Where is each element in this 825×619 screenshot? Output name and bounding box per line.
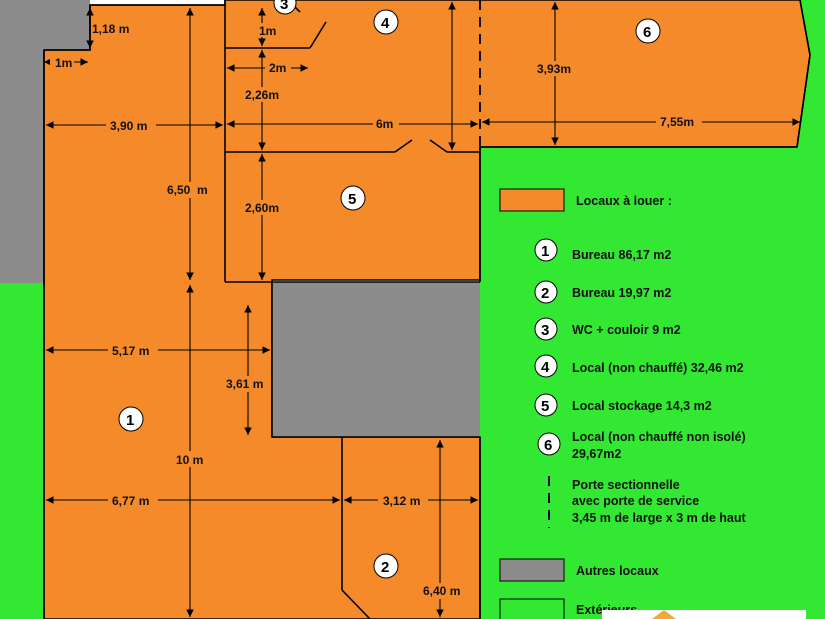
svg-text:2: 2 [381, 559, 389, 576]
room-markers: 3 4 6 5 1 2 [118, 0, 661, 579]
dim-3-93: 3,93m [537, 62, 571, 76]
dim-1m-top: 1m [259, 24, 276, 38]
dimension-labels: 1,18 m 1m 1m 2m 2,26m 3,93m 3,90 m 6m 7,… [50, 20, 702, 599]
dim-3-61: 3,61 m [226, 377, 263, 391]
legend-swatch-exterior [499, 598, 565, 619]
svg-text:3: 3 [280, 0, 288, 13]
room-marker-6: 6 [635, 18, 661, 44]
svg-text:Bureau 19,97 m2: Bureau 19,97 m2 [572, 286, 671, 300]
legend-item-5: 5 Local stockage 14,3 m2 [534, 393, 712, 417]
dim-6-50: 6,50 m [167, 183, 208, 197]
svg-text:Local (non chauffé non isolé): Local (non chauffé non isolé) [572, 430, 746, 444]
dim-2-60: 2,60m [245, 201, 279, 215]
svg-text:1: 1 [541, 243, 549, 260]
svg-text:Local (non chauffé) 32,46 m2: Local (non chauffé) 32,46 m2 [572, 361, 744, 375]
exterior-zone-right [480, 147, 825, 619]
legend-item-3: 3 WC + couloir 9 m2 [534, 317, 681, 341]
legend-door-line-1: Porte sectionnelle [572, 478, 680, 492]
legend: Locaux à louer : 1 Bureau 86,17 m2 2 Bur… [499, 188, 747, 619]
dim-6-40: 6,40 m [423, 584, 460, 598]
svg-text:6: 6 [643, 24, 651, 41]
svg-text:Local stockage 14,3 m2: Local stockage 14,3 m2 [572, 399, 712, 413]
legend-item-4: 4 Local (non chauffé) 32,46 m2 [534, 354, 744, 378]
legend-door-line-2: avec porte de service [572, 494, 699, 508]
svg-text:4: 4 [541, 359, 550, 376]
legend-item-2: 2 Bureau 19,97 m2 [534, 280, 671, 304]
svg-text:Bureau 86,17 m2: Bureau 86,17 m2 [572, 248, 671, 262]
svg-text:29,67m2: 29,67m2 [572, 447, 621, 461]
dim-7-55: 7,55m [660, 115, 694, 129]
svg-text:WC + couloir 9 m2: WC + couloir 9 m2 [572, 323, 681, 337]
legend-item-1: 1 Bureau 86,17 m2 [534, 238, 671, 262]
room-marker-2: 2 [373, 553, 399, 579]
room-marker-3: 3 [273, 0, 297, 15]
legend-swatch-other [499, 558, 565, 582]
legend-swatch-rental [499, 188, 565, 212]
walls [43, 0, 811, 619]
svg-text:4: 4 [381, 15, 390, 32]
exterior-zone-left [0, 283, 44, 619]
room-marker-4: 4 [373, 9, 399, 35]
svg-text:6: 6 [544, 437, 552, 454]
svg-text:2: 2 [541, 285, 549, 302]
dim-3-12: 3,12 m [383, 494, 420, 508]
legend-door-line-3: 3,45 m de large x 3 m de haut [572, 511, 747, 525]
dim-2-26: 2,26m [245, 88, 279, 102]
svg-text:5: 5 [348, 191, 356, 208]
other-premises-zone-center [272, 282, 480, 437]
dim-1-18: 1,18 m [92, 22, 129, 36]
svg-text:1: 1 [126, 412, 134, 429]
dim-10: 10 m [176, 453, 203, 467]
legend-item-6: 6 Local (non chauffé non isolé) 29,67m2 [537, 430, 746, 461]
legend-other-label: Autres locaux [576, 564, 659, 578]
dim-6-77: 6,77 m [112, 494, 149, 508]
legend-title: Locaux à louer : [576, 194, 672, 208]
dim-2m: 2m [269, 61, 286, 75]
svg-text:5: 5 [541, 398, 549, 415]
room-marker-1: 1 [118, 406, 144, 432]
svg-text:3: 3 [541, 322, 549, 339]
dim-5-17: 5,17 m [112, 344, 149, 358]
dim-6m: 6m [376, 117, 393, 131]
dim-3-90: 3,90 m [110, 119, 147, 133]
room-marker-5: 5 [340, 185, 366, 211]
logo-fragment [602, 610, 806, 619]
dim-1m-left: 1m [55, 56, 72, 70]
